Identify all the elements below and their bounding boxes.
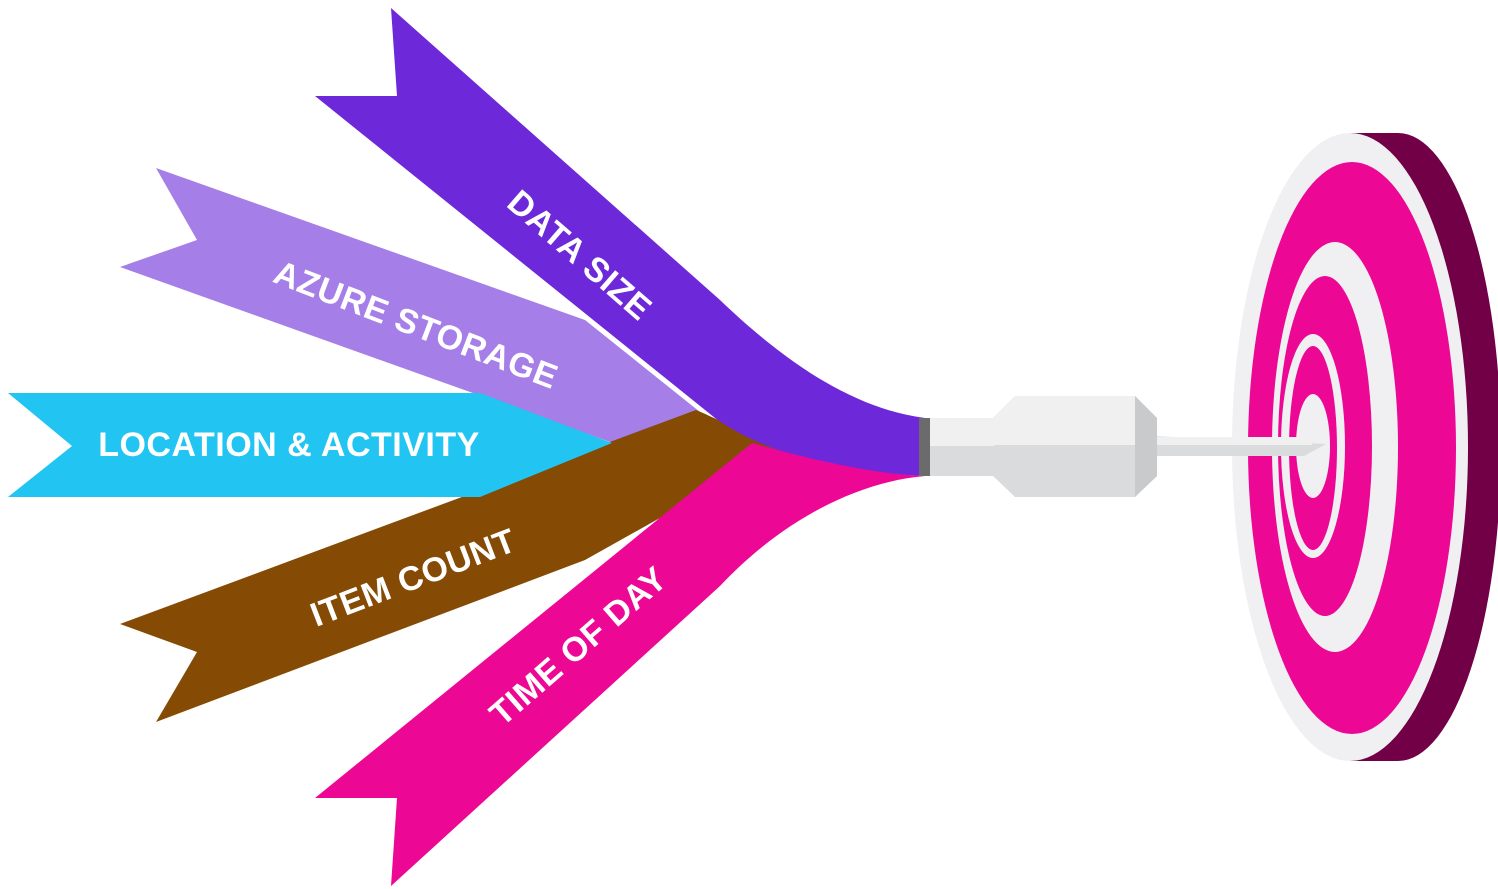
ribbon-item-count (120, 410, 790, 722)
label-location-activity: LOCATION & ACTIVITY (98, 426, 480, 464)
dart-barrel-highlight (993, 396, 1157, 445)
dart-needle-highlight (1152, 437, 1312, 445)
ribbon-time-of-day (315, 443, 925, 886)
dart-barrel-shadow (1135, 396, 1157, 497)
ribbons (8, 8, 925, 886)
dart-collar (919, 418, 930, 476)
ribbon-data-size (315, 8, 925, 476)
dart-neck-highlight (928, 418, 994, 446)
target (1232, 133, 1498, 761)
ribbon-location-activity (8, 393, 612, 497)
ribbon-azure-storage (120, 168, 700, 442)
dart (919, 396, 1326, 497)
